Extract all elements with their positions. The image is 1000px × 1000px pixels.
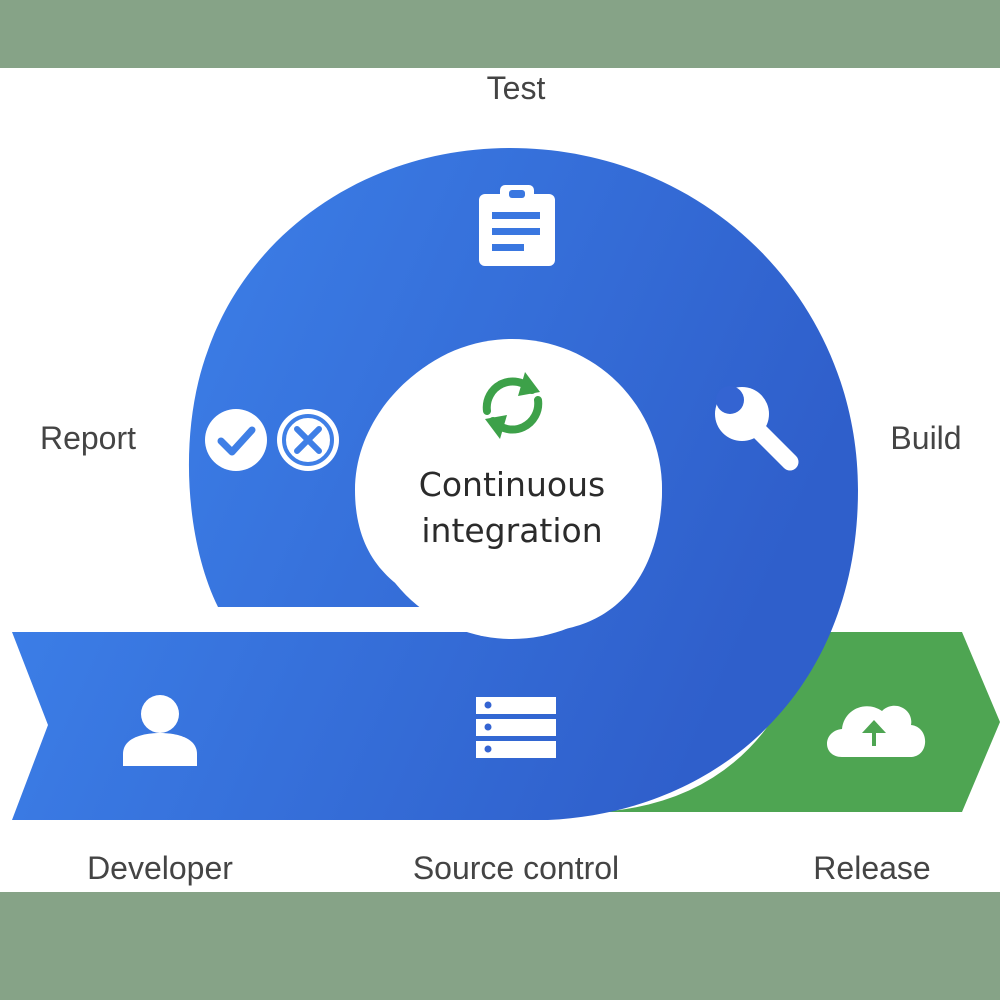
cross-circle-icon xyxy=(277,409,339,471)
ci-loop-band xyxy=(12,148,858,820)
release-arrow xyxy=(600,632,1000,812)
stage-label-test: Test xyxy=(487,70,546,106)
clipboard-icon xyxy=(479,185,555,266)
wrench-icon xyxy=(715,386,799,471)
sync-icon xyxy=(482,372,543,439)
stage-label-source-control: Source control xyxy=(413,850,619,886)
server-icon xyxy=(476,697,556,758)
cloud-upload-icon xyxy=(827,705,926,757)
center-title-line2: integration xyxy=(421,511,602,550)
stage-label-release: Release xyxy=(813,850,930,886)
stage-label-report: Report xyxy=(40,420,136,456)
person-icon xyxy=(123,695,197,766)
check-circle-icon xyxy=(205,409,267,471)
stage-label-build: Build xyxy=(890,420,961,456)
frame-band-top xyxy=(0,0,1000,68)
center-circle xyxy=(362,339,662,639)
frame-band-bottom xyxy=(0,892,1000,1000)
center-title-line1: Continuous xyxy=(419,465,605,504)
stage-label-developer: Developer xyxy=(87,850,233,886)
